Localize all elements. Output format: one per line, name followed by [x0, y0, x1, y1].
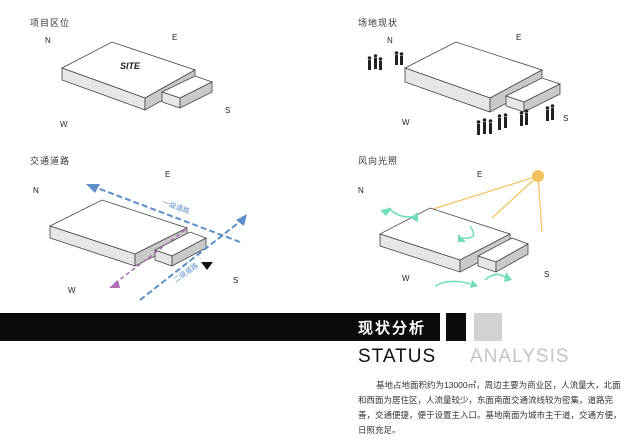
- description-paragraph: 基地占地面积约为13000㎡，周边主要为商业区，人流量大，北面和西面为居住区，人…: [358, 380, 622, 435]
- compass-east: E: [477, 170, 483, 179]
- compass-west: W: [60, 120, 68, 129]
- english-title-analysis: ANALYSIS: [470, 346, 570, 367]
- side-block: [476, 237, 529, 273]
- site-block-diagram: [61, 41, 214, 111]
- side-block: [504, 77, 562, 113]
- compass-north: N: [387, 36, 393, 45]
- compass-north: N: [358, 186, 364, 195]
- sun-icon: [532, 170, 544, 182]
- compass-north: N: [45, 36, 51, 45]
- compass-south: S: [544, 270, 550, 279]
- compass-east: E: [172, 33, 178, 42]
- panel-climate: 风向光照 N E W S: [320, 150, 640, 305]
- panel-title: 项目区位: [30, 18, 71, 28]
- compass-east: E: [516, 33, 522, 42]
- panel-title: 交通道路: [30, 156, 71, 166]
- climate-diagram: [378, 170, 544, 288]
- panel-traffic: 交通道路 N E W S 一级道路 二级道路: [0, 150, 320, 305]
- section-banner: 现状分析: [0, 313, 640, 341]
- section-heading: 现状分析: [358, 320, 427, 337]
- sun-rays: [429, 175, 543, 233]
- banner-bar: [0, 313, 440, 341]
- road-main-arrow-2: [139, 214, 247, 301]
- side-block: [153, 231, 207, 267]
- compass-north: N: [33, 186, 39, 195]
- pedestrian-figures-northwest: [367, 51, 404, 70]
- banner-bar-small: [446, 313, 466, 341]
- panel-surroundings: 场地现状 N E W S: [320, 0, 640, 155]
- compass-south: S: [225, 106, 231, 115]
- panel-title: 场地现状: [358, 18, 399, 28]
- english-title-status: STATUS: [358, 346, 437, 367]
- site-label: SITE: [120, 61, 141, 71]
- compass-west: W: [68, 286, 76, 295]
- road-secondary-arrow: [109, 229, 186, 288]
- wind-arrows: [380, 207, 512, 288]
- compass-west: W: [402, 118, 410, 127]
- road-main-arrow: [86, 184, 241, 243]
- panel-title: 风向光照: [358, 156, 399, 166]
- compass-east: E: [165, 170, 171, 179]
- panel-location: 项目区位 N E W S SITE: [0, 0, 320, 155]
- pedestrian-figures-south: [476, 104, 555, 135]
- side-block: [160, 75, 214, 109]
- traffic-diagram: [48, 184, 247, 301]
- banner-grey-block: [474, 313, 502, 341]
- surroundings-diagram: [367, 41, 562, 135]
- compass-west: W: [402, 274, 410, 283]
- entrance-marker: [201, 262, 213, 270]
- compass-south: S: [233, 276, 239, 285]
- compass-south: S: [563, 114, 569, 123]
